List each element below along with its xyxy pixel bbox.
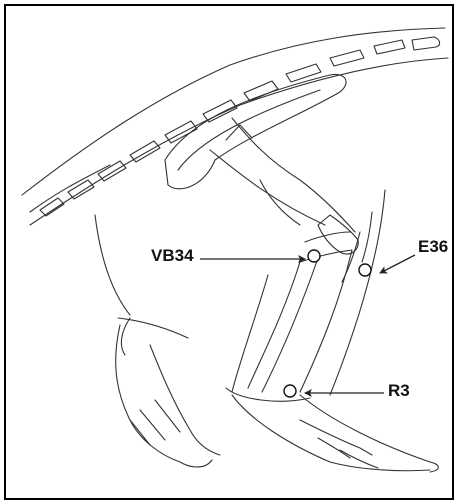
r3-point-marker xyxy=(284,385,296,397)
r3-label: R3 xyxy=(388,382,410,399)
e36-point-marker xyxy=(359,264,371,276)
e36-label: E36 xyxy=(418,238,448,255)
vb34-label: VB34 xyxy=(151,247,194,264)
fore-paw xyxy=(116,318,220,467)
figure-frame xyxy=(5,5,453,499)
vb34-point-marker xyxy=(308,250,320,262)
tibia-fibula xyxy=(232,190,385,395)
foot xyxy=(226,388,438,472)
body-outline xyxy=(95,180,300,355)
e36-arrow xyxy=(380,255,415,273)
